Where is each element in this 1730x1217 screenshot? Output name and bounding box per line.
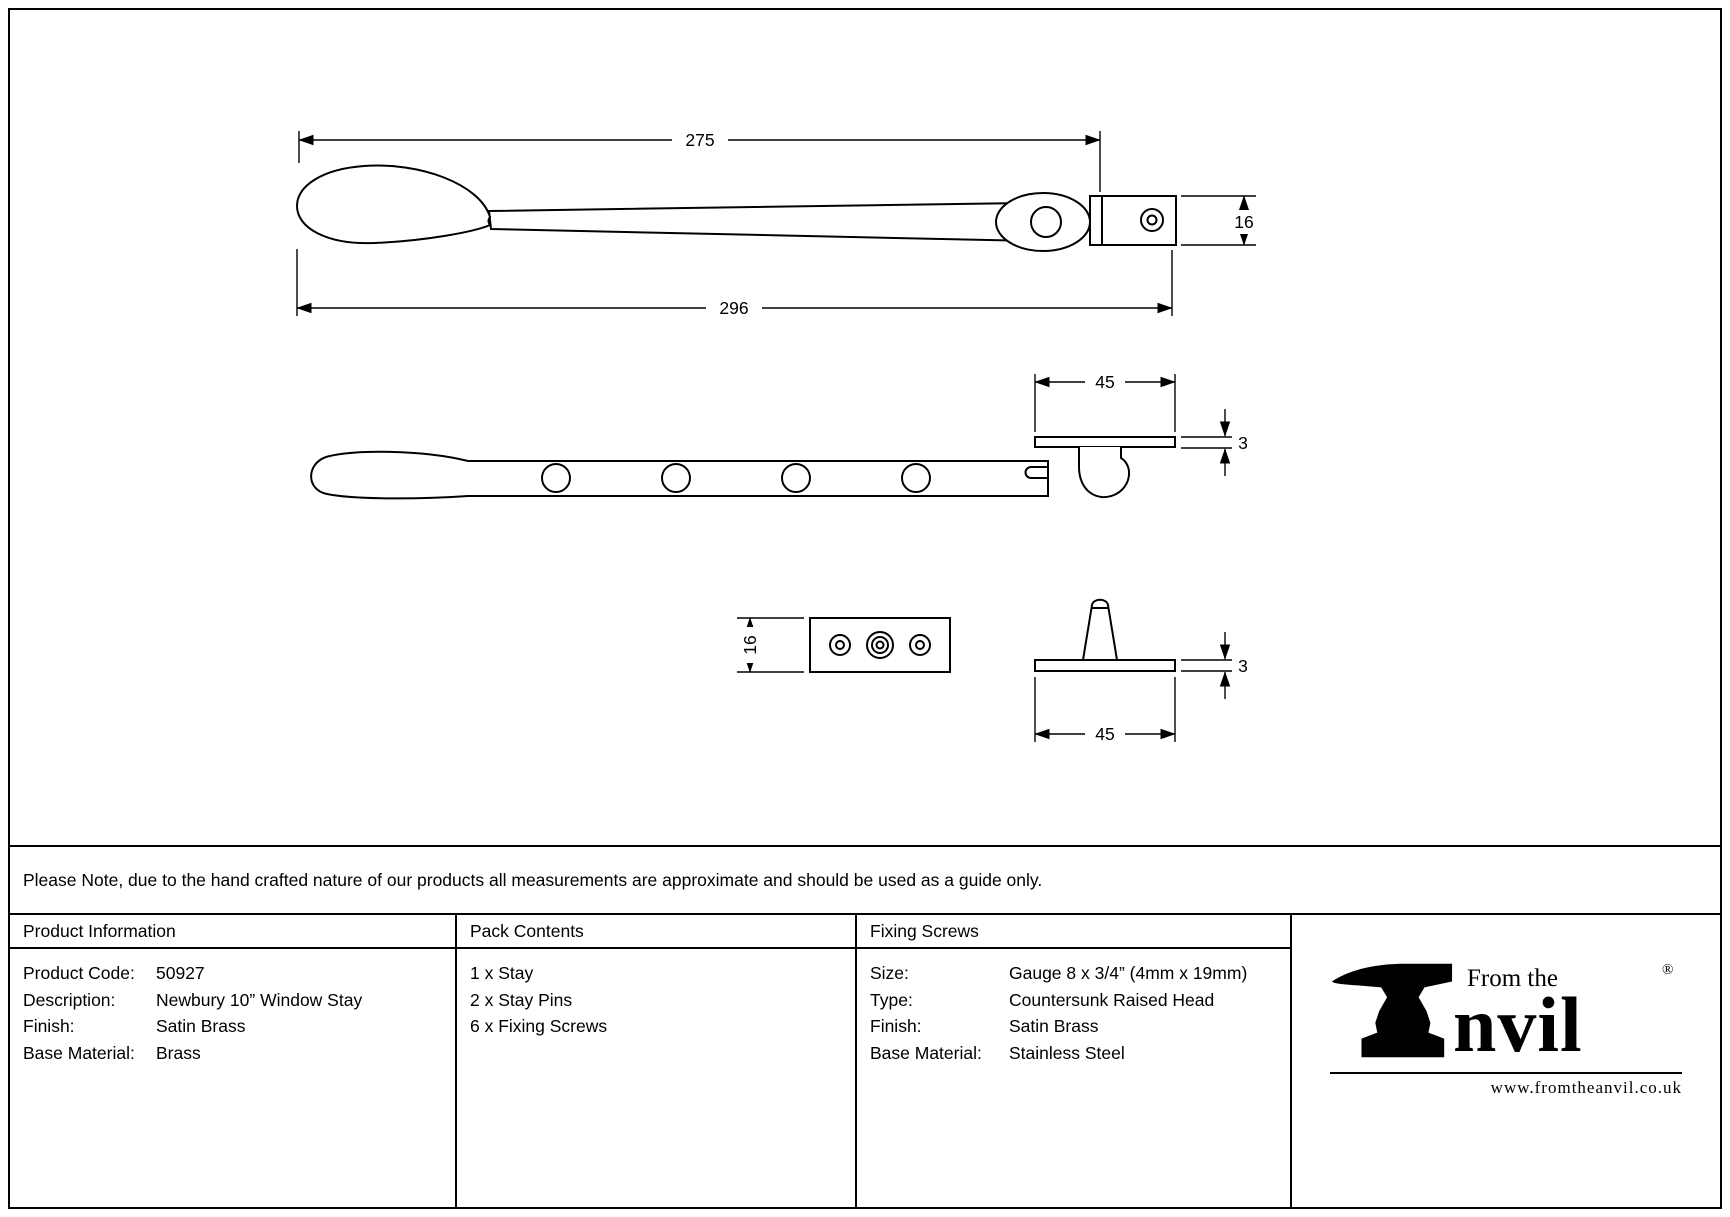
pin-cone: [1081, 598, 1119, 661]
product-code-label: Product Code:: [23, 963, 135, 983]
stay-hole: [901, 463, 931, 493]
end-slot: [1024, 466, 1048, 479]
keeper-plate-edge: [1034, 436, 1176, 448]
dim-pin-plate-width: 45: [1095, 724, 1114, 744]
note-text: Please Note, due to the hand crafted nat…: [23, 869, 1043, 890]
dim-pin-plate-thickness: 3: [1238, 656, 1248, 676]
stay-hole: [781, 463, 811, 493]
stay-hole: [661, 463, 691, 493]
keeper-pin-hook: [1078, 447, 1130, 498]
anvil-icon: [1331, 963, 1453, 1058]
dimension-labels: 275 296 16 45 3 16 3 45: [672, 128, 1262, 746]
screw-hole: [1140, 208, 1164, 232]
stay-pin-view: [1034, 598, 1176, 672]
base-material-value: Brass: [156, 1042, 201, 1063]
logo-divider: [1330, 1072, 1682, 1074]
screw-size-label: Size:: [870, 963, 909, 983]
spec-sheet: 275 296 16 45 3 16 3 45 Please Note, due…: [8, 8, 1722, 1209]
stay-top-view: [310, 436, 1176, 500]
registered-trademark: ®: [1662, 962, 1674, 978]
fixing-screws-cell: Size: Gauge 8 x 3/4” (4mm x 19mm) Type: …: [857, 949, 1292, 1207]
description-value: Newbury 10” Window Stay: [156, 989, 363, 1010]
pin-base-plate: [1034, 659, 1176, 672]
screw-base-material-label: Base Material:: [870, 1042, 982, 1063]
finish-label: Finish:: [23, 1016, 75, 1037]
pack-contents-header: Pack Contents: [457, 915, 857, 949]
screw-hole: [829, 634, 851, 656]
screw-size-value: Gauge 8 x 3/4” (4mm x 19mm): [1009, 963, 1248, 983]
finish-value: Satin Brass: [156, 1016, 246, 1037]
screw-base-material-value: Stainless Steel: [1009, 1042, 1125, 1063]
screw-hole: [909, 634, 931, 656]
from-the-anvil-logo: From the nvil ® www.fromtheanvil.co.uk: [1330, 960, 1682, 1102]
pack-item-stay: 1 x Stay: [470, 963, 534, 983]
dim-bracket-height: 16: [1234, 212, 1253, 232]
pack-item-fixing-screws: 6 x Fixing Screws: [470, 1016, 608, 1037]
pivot-boss: [1030, 206, 1062, 238]
screw-type-label: Type:: [870, 989, 913, 1010]
keeper-plate: [809, 617, 951, 673]
stay-side-view: [295, 164, 1177, 252]
technical-drawing-area: 275 296 16 45 3 16 3 45: [10, 10, 1720, 845]
logo-brand-text: nvil: [1453, 981, 1583, 1068]
pack-item-stay-pins: 2 x Stay Pins: [470, 989, 573, 1010]
pack-contents-cell: 1 x Stay 2 x Stay Pins 6 x Fixing Screws: [457, 949, 857, 1207]
product-info-cell: Product Code: 50927 Description: Newbury…: [10, 949, 457, 1207]
screw-finish-value: Satin Brass: [1009, 1016, 1099, 1037]
pin-hole: [866, 631, 894, 659]
description-label: Description:: [23, 989, 116, 1010]
part-outlines: [295, 164, 1177, 673]
base-material-label: Base Material:: [23, 1042, 135, 1063]
dim-keeper-plate-height: 16: [740, 635, 760, 654]
stay-handle: [310, 450, 469, 500]
logo-tagline: From the: [1467, 965, 1558, 992]
measurement-note: Please Note, due to the hand crafted nat…: [10, 845, 1720, 913]
keeper-plate-view: [809, 617, 951, 673]
screw-type-value: Countersunk Raised Head: [1009, 989, 1215, 1010]
stay-hole: [541, 463, 571, 493]
technical-drawing: 275 296 16 45 3 16 3 45: [295, 128, 1262, 746]
screw-finish-label: Finish:: [870, 1016, 922, 1037]
logo-website: www.fromtheanvil.co.uk: [1490, 1078, 1682, 1097]
dim-stay-total-length: 296: [719, 298, 748, 318]
fixing-screws-header: Fixing Screws: [857, 915, 1292, 949]
spec-table: Product Information Pack Contents Fixing…: [10, 913, 1720, 1207]
dim-keeper-plate-thickness: 3: [1238, 433, 1248, 453]
brand-logo-cell: From the nvil ® www.fromtheanvil.co.uk: [1292, 915, 1720, 1207]
product-info-header: Product Information: [10, 915, 457, 949]
dim-stay-arm-length: 275: [685, 130, 714, 150]
dim-keeper-plate-width: 45: [1095, 372, 1114, 392]
product-code-value: 50927: [156, 963, 205, 983]
